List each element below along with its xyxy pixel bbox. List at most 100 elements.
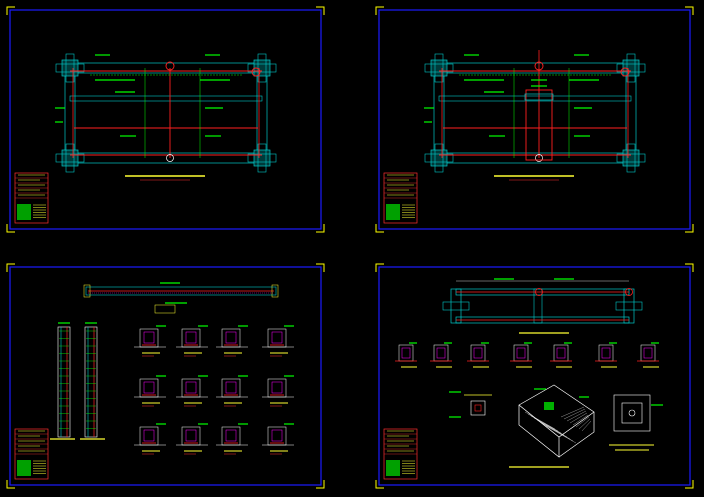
detail-stirrup <box>436 347 446 359</box>
detail-stirrup <box>643 347 653 359</box>
iso-block-side <box>558 412 595 458</box>
detail-stirrup <box>271 381 283 394</box>
detail-outline <box>598 344 614 362</box>
detail-outline <box>398 344 414 362</box>
center-opening <box>525 89 553 161</box>
column <box>430 59 448 77</box>
iso-hatch <box>563 408 586 420</box>
detail-stirrup <box>271 331 283 344</box>
beam-middle <box>69 95 263 102</box>
column <box>61 59 79 77</box>
sheet-corner-mark <box>685 224 694 233</box>
column-arm <box>55 63 85 73</box>
detail-stirrup <box>225 429 237 442</box>
title-block-logo <box>17 460 31 476</box>
pipe-detail <box>470 400 486 416</box>
column <box>253 149 271 167</box>
detail-outline <box>470 344 486 362</box>
iso-hatch <box>572 414 589 426</box>
beam-end <box>83 284 91 298</box>
detail-outline <box>139 426 159 446</box>
beam-right <box>625 67 637 159</box>
iso-hatch <box>542 423 574 442</box>
column-arm <box>65 143 75 173</box>
iso-hatch <box>581 420 592 432</box>
sheet-corner-mark <box>375 263 384 272</box>
sheet-corner-mark <box>316 6 325 15</box>
sheet-corner-mark <box>6 480 15 489</box>
iso-block-side <box>518 405 560 458</box>
chamber-inner <box>621 402 643 424</box>
long-beam <box>85 286 277 296</box>
detail-outline <box>640 344 656 362</box>
title-block-logo <box>386 204 400 220</box>
beam-left <box>433 67 445 159</box>
detail-stirrup <box>225 331 237 344</box>
detail-header <box>154 304 176 314</box>
detail-outline <box>267 378 287 398</box>
pipe-core <box>474 404 482 412</box>
column-arm <box>615 301 643 311</box>
detail-stirrup <box>185 331 197 344</box>
column-arm <box>442 301 470 311</box>
column-arm <box>616 153 646 163</box>
detail-stirrup <box>185 381 197 394</box>
column-mid <box>533 288 543 324</box>
iso-block-top <box>518 384 595 438</box>
column-arm <box>247 153 277 163</box>
sheet-corner-mark <box>685 480 694 489</box>
sheet-corner-mark <box>375 224 384 233</box>
sheet-2 <box>375 6 694 233</box>
detail-outline <box>181 426 201 446</box>
sheet-1 <box>6 6 325 233</box>
rebar-hook <box>251 67 261 77</box>
sheet-3 <box>6 263 325 489</box>
column-arm <box>247 63 277 73</box>
sheet-corner-mark <box>316 224 325 233</box>
detail-outline <box>181 328 201 348</box>
column <box>622 149 640 167</box>
detail-outline <box>513 344 529 362</box>
sheet-corner-mark <box>685 263 694 272</box>
column-elevation <box>57 326 71 438</box>
rebar-hook <box>535 288 543 296</box>
column-arm <box>434 53 444 83</box>
title-block-logo <box>17 204 31 220</box>
iso-hatch <box>527 413 559 432</box>
beam-left <box>64 67 76 159</box>
iso-hatch <box>560 406 585 418</box>
sheet-frame <box>378 9 691 230</box>
beam-middle <box>438 95 632 102</box>
iso-hatch <box>578 418 591 430</box>
chamber-drain <box>628 409 636 417</box>
column-arm <box>55 153 85 163</box>
center-beam <box>524 93 554 101</box>
beam-bottom <box>69 152 263 164</box>
column <box>623 288 635 324</box>
iso-hatch <box>533 417 565 436</box>
beam-right <box>256 67 268 159</box>
sheet-corner-mark <box>375 6 384 15</box>
detail-outline <box>139 328 159 348</box>
detail-stirrup <box>473 347 483 359</box>
detail-outline <box>267 328 287 348</box>
sheet-4 <box>375 263 694 489</box>
grid-bubble <box>535 154 543 162</box>
chamber-outer <box>613 394 651 432</box>
column-arm <box>626 143 636 173</box>
sheet-corner-mark <box>685 6 694 15</box>
sheet-corner-mark <box>6 224 15 233</box>
column-arm <box>65 53 75 83</box>
detail-outline <box>433 344 449 362</box>
sheet-corner-mark <box>6 263 15 272</box>
detail-stirrup <box>556 347 566 359</box>
detail-stirrup <box>401 347 411 359</box>
title-block-logo <box>386 460 400 476</box>
detail-outline <box>139 378 159 398</box>
sheet-frame <box>9 9 322 230</box>
column-arm <box>257 143 267 173</box>
sheet-frame <box>378 266 691 486</box>
detail-outline <box>553 344 569 362</box>
iso-hatch <box>539 421 571 440</box>
column-arm <box>257 53 267 83</box>
